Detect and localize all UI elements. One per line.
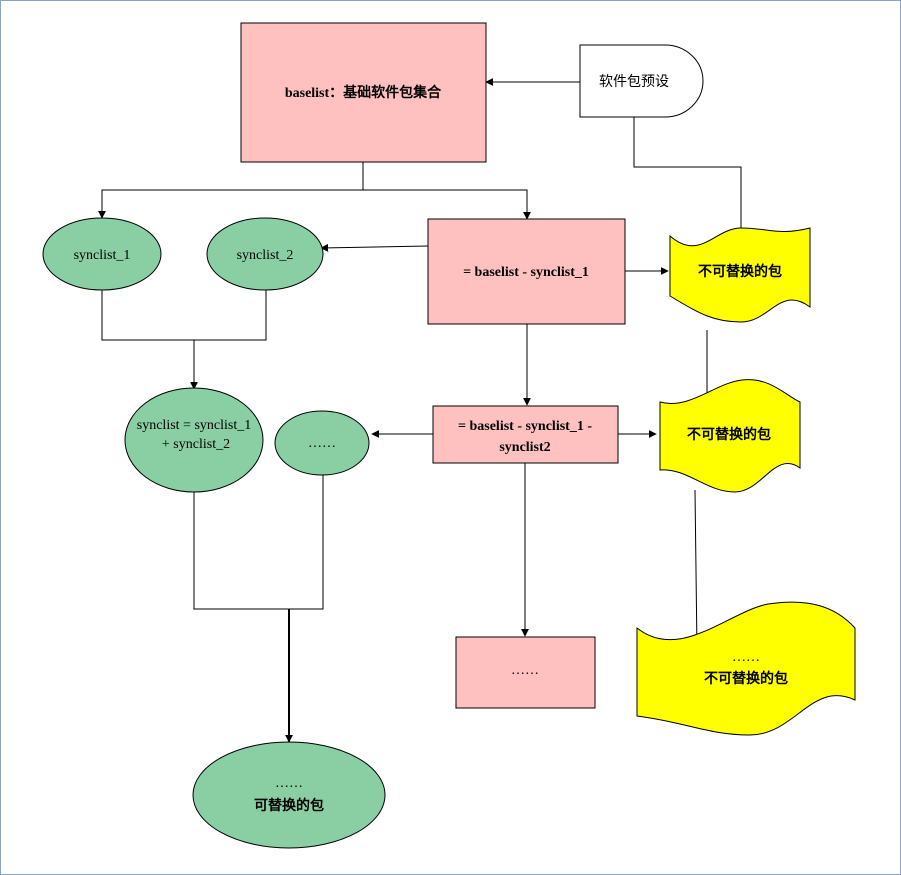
- diff1-box: [427, 218, 626, 325]
- node-preset[interactable]: 软件包预设: [579, 44, 704, 118]
- node-synclist-sum[interactable]: synclist = synclist_1 + synclist_2: [124, 387, 264, 493]
- edge-baselist-to-diff1: [363, 189, 531, 220]
- edge-merge-synclists: [101, 290, 267, 341]
- fixed3-shape: [636, 601, 856, 736]
- ellipsis-ellipse-shape: [274, 410, 370, 476]
- synclist-2-ellipse: [206, 217, 324, 291]
- diff2-line2: synclist2: [499, 440, 550, 455]
- fixed2-shape: [659, 379, 801, 493]
- edge-merge-to-replaceable: [193, 474, 324, 610]
- synclist-sum-line1: synclist = synclist_1: [137, 418, 251, 433]
- edge-diff1-to-synclist2: [320, 243, 429, 252]
- diff2-line1: = baselist - synclist_1 -: [458, 419, 592, 434]
- fixed3-line2: 不可替换的包: [704, 670, 788, 687]
- node-baselist[interactable]: baselist：基础软件包集合: [240, 22, 487, 163]
- ellipsis-ellipse-label: ……: [308, 436, 336, 451]
- synclist-sum-line2: + synclist_2: [162, 437, 230, 452]
- edge-baselist-to-synclist1: [98, 162, 364, 219]
- fixed1-label: 不可替换的包: [698, 263, 782, 280]
- fixed2-label: 不可替换的包: [687, 426, 771, 443]
- replaceable-line1: ……: [275, 776, 303, 791]
- node-replaceable[interactable]: …… 可替换的包: [192, 741, 386, 849]
- fixed1-shape: [669, 227, 811, 323]
- baselist-box: [240, 22, 487, 163]
- node-ellipsis-ellipse[interactable]: ……: [274, 410, 370, 476]
- node-diff2[interactable]: = baselist - synclist_1 - synclist2: [432, 405, 619, 464]
- baselist-label: baselist：基础软件包集合: [285, 84, 442, 101]
- replaceable-ellipse: [192, 741, 386, 849]
- ellipsis-box-shape: [455, 636, 596, 709]
- synclist-2-label: synclist_2: [237, 248, 294, 263]
- node-fixed1[interactable]: 不可替换的包: [669, 227, 811, 323]
- ellipsis-box-label: ……: [511, 663, 539, 678]
- preset-label: 软件包预设: [599, 74, 669, 90]
- node-fixed3[interactable]: …… 不可替换的包: [636, 601, 856, 736]
- edge-preset-to-fixed1: [633, 117, 745, 239]
- synclist-1-ellipse: [42, 217, 162, 291]
- preset-shape: [579, 44, 704, 118]
- diff1-label: = baselist - synclist_1: [463, 265, 589, 280]
- fixed3-line1: ……: [732, 650, 760, 665]
- node-synclist-2[interactable]: synclist_2: [206, 217, 324, 291]
- synclist-1-label: synclist_1: [74, 248, 131, 263]
- edge-fixed2-to-fixed3: [692, 489, 701, 652]
- node-synclist-1[interactable]: synclist_1: [42, 217, 162, 291]
- node-ellipsis-box[interactable]: ……: [455, 636, 596, 709]
- node-diff1[interactable]: = baselist - synclist_1: [427, 218, 626, 325]
- diff2-box: [432, 405, 619, 464]
- synclist-sum-ellipse: [124, 387, 264, 493]
- node-fixed2[interactable]: 不可替换的包: [659, 379, 801, 493]
- replaceable-line2: 可替换的包: [254, 797, 324, 814]
